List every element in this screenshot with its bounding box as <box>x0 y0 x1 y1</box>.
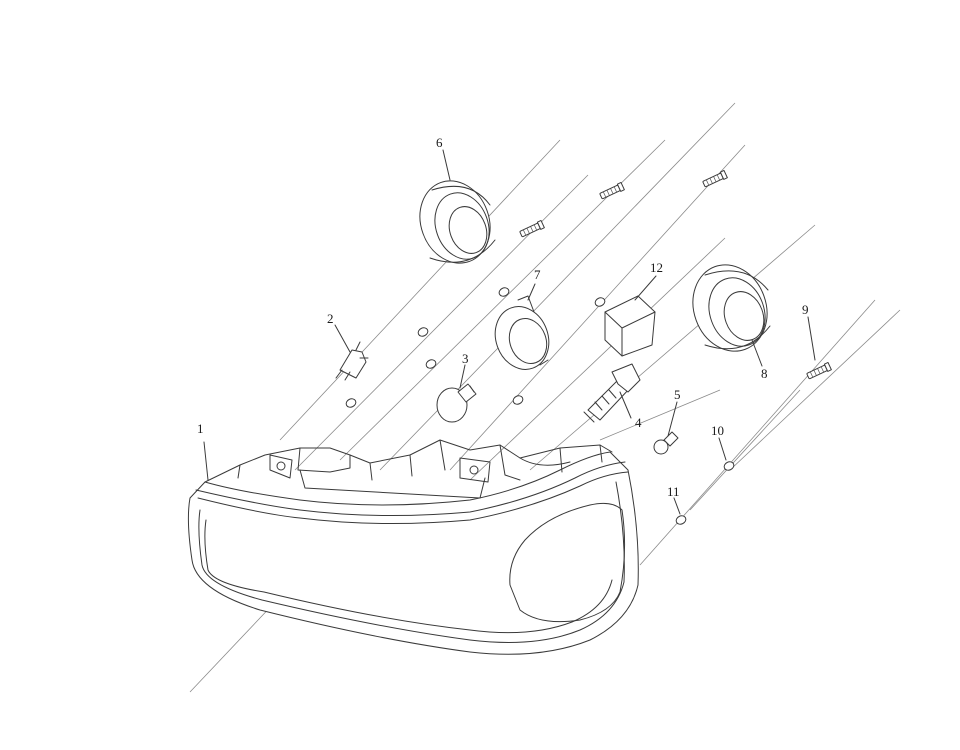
headlamp-housing <box>187 439 639 655</box>
callout-9: 9 <box>802 302 809 317</box>
callout-10: 10 <box>711 423 724 438</box>
leader-lines <box>189 102 901 693</box>
washers <box>345 287 735 525</box>
callout-leaders <box>203 149 816 515</box>
callout-11: 11 <box>667 484 680 499</box>
small-bulb-5 <box>653 431 679 455</box>
callout-5: 5 <box>674 387 681 402</box>
callout-12: 12 <box>650 260 663 275</box>
callout-2: 2 <box>327 311 334 326</box>
module-box-12 <box>604 295 656 357</box>
callout-6: 6 <box>436 135 443 150</box>
bulb-3 <box>436 383 477 423</box>
bezel-ring-8 <box>692 264 771 352</box>
callout-8: 8 <box>761 366 768 381</box>
screws <box>519 169 832 380</box>
lamp-socket-4 <box>583 363 641 423</box>
bulb-shield-7 <box>494 295 550 370</box>
bezel-ring-6 <box>419 180 496 264</box>
callout-7: 7 <box>534 267 541 282</box>
callout-1: 1 <box>197 421 204 436</box>
bulb-holder-2 <box>335 341 369 381</box>
callout-3: 3 <box>462 351 469 366</box>
callout-4: 4 <box>635 415 642 430</box>
